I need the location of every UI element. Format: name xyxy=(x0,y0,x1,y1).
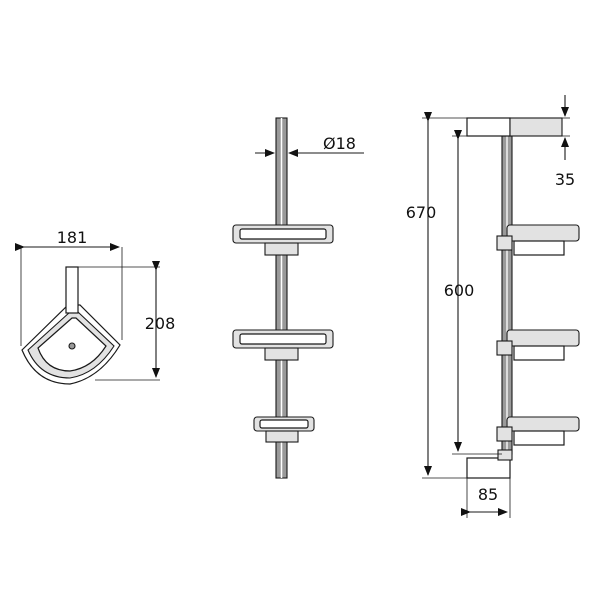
side-view-top-cap xyxy=(466,117,511,137)
diameter-dimension-label: Ø18 xyxy=(323,134,356,153)
side-depth-dimension-label: 85 xyxy=(478,485,498,504)
pole-length-dimension-label: 600 xyxy=(444,281,475,300)
side-view-shelf-2 xyxy=(506,329,580,347)
top-view: 181 208 xyxy=(15,228,176,385)
top-view-pole-arm xyxy=(65,266,79,314)
side-view-shelf-1 xyxy=(506,224,580,242)
width-dimension-label: 181 xyxy=(57,228,88,247)
total-height-dimension-label: 670 xyxy=(406,203,437,222)
front-view-shelf-1-clamp xyxy=(264,242,299,256)
front-view: Ø18 xyxy=(232,117,364,479)
side-view-shelf-3 xyxy=(506,416,580,432)
front-view-shelf-2-clamp xyxy=(264,347,299,361)
depth-dimension-label: 208 xyxy=(145,314,176,333)
side-view: 670 600 35 85 xyxy=(406,95,580,518)
top-view-drain-hole xyxy=(68,342,76,350)
side-view-bottom-base xyxy=(466,457,511,479)
front-view-shelf-3-clamp xyxy=(265,430,299,443)
cap-height-dimension-label: 35 xyxy=(555,170,575,189)
